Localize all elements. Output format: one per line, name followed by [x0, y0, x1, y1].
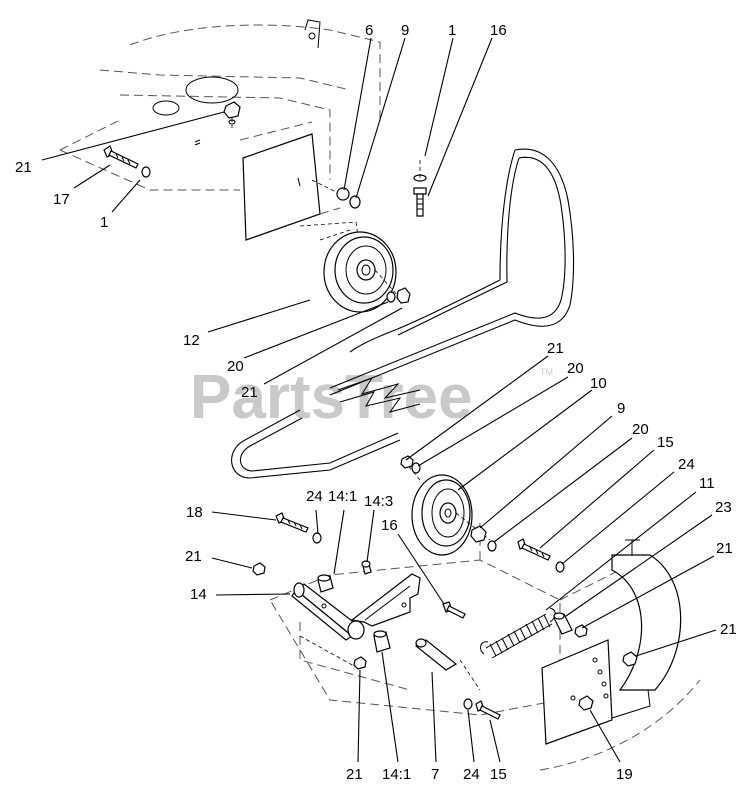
callout-21: 21 — [15, 159, 32, 176]
callout-21: 21 — [720, 621, 737, 638]
callout-18: 18 — [186, 504, 203, 521]
callout-23: 23 — [715, 499, 732, 516]
callout-14: 14 — [190, 586, 207, 603]
callout-24: 24 — [463, 766, 480, 783]
callout-15: 15 — [657, 434, 674, 451]
idler-pulley-upper — [319, 229, 401, 313]
callout-20: 20 — [632, 421, 649, 438]
callout-11: 11 — [699, 475, 715, 492]
idler-pulley-lower — [404, 461, 491, 556]
callout-24: 24 — [678, 456, 695, 473]
callout-21: 21 — [547, 340, 564, 357]
callout-21: 21 — [346, 766, 363, 783]
callout-9: 9 — [617, 400, 625, 417]
callout-21: 21 — [241, 384, 258, 401]
callout-12: 12 — [183, 332, 200, 349]
callout-14-1: 14:1 — [382, 766, 411, 783]
callout-6: 6 — [365, 22, 373, 39]
extension-spring — [480, 607, 556, 659]
callout-9: 9 — [401, 22, 409, 39]
upper-frame — [59, 19, 381, 251]
callout-15: 15 — [490, 766, 507, 783]
callout-17: 17 — [53, 191, 70, 208]
callout-21: 21 — [185, 548, 202, 565]
callout-24: 24 — [306, 488, 323, 505]
callout-14-1: 14:1 — [328, 488, 357, 505]
callout-7: 7 — [431, 766, 439, 783]
lower-frame — [269, 520, 701, 771]
callout-20: 20 — [227, 358, 244, 375]
leader-lines — [41, 37, 717, 763]
callout-16: 16 — [490, 22, 507, 39]
callout-19: 19 — [616, 766, 633, 783]
callout-1: 1 — [100, 214, 108, 231]
callout-21: 21 — [716, 540, 733, 557]
watermark-text: PartsTree — [190, 363, 473, 432]
callout-16: 16 — [381, 517, 398, 534]
callout-14-3: 14:3 — [364, 493, 393, 510]
callout-20: 20 — [567, 360, 584, 377]
watermark-trademark: TM — [540, 367, 553, 377]
callout-10: 10 — [590, 375, 607, 392]
callout-labels: 6 9 1 16 21 17 1 12 20 21 21 20 10 9 20 … — [15, 22, 737, 783]
drive-belt — [231, 148, 575, 479]
callout-1: 1 — [448, 22, 456, 39]
hardware — [103, 101, 638, 720]
